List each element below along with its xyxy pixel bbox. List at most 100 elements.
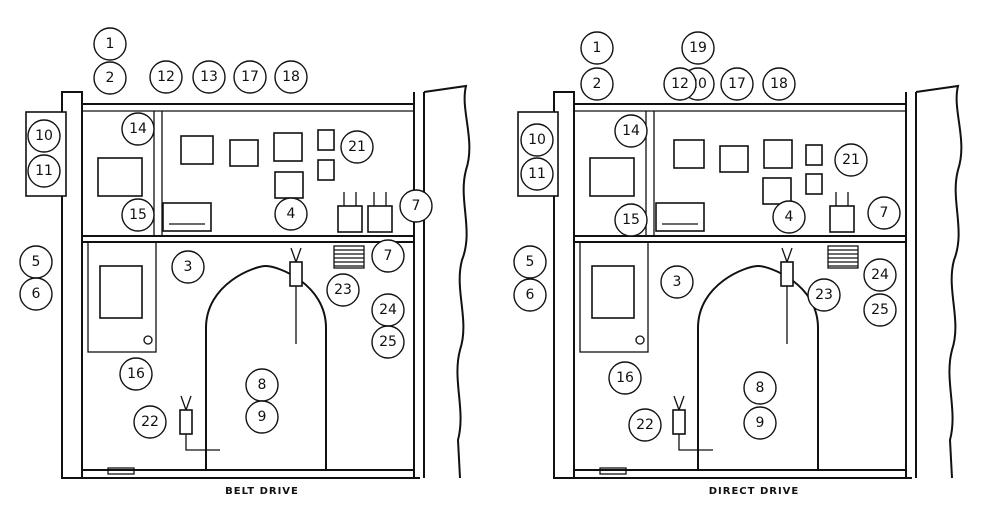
indicator-16 <box>635 335 645 345</box>
callout-label: 4 <box>785 209 794 225</box>
callout: 13 <box>192 60 226 94</box>
callout-circle <box>121 198 155 232</box>
callout-label: 15 <box>129 207 147 223</box>
component-box <box>317 129 335 151</box>
contactor <box>829 205 855 233</box>
callout-label: 9 <box>258 409 267 425</box>
torn-edge <box>915 84 963 479</box>
callout-circle <box>121 112 155 146</box>
callout-label: 7 <box>384 248 393 264</box>
callout-label: 11 <box>528 166 546 182</box>
probe-wire <box>781 247 788 263</box>
callout: 24 <box>863 258 897 292</box>
callout-circle <box>807 278 841 312</box>
drawer <box>162 202 212 232</box>
callout-label: 17 <box>241 69 259 85</box>
callout: 6 <box>513 278 547 312</box>
probe-wire-2 <box>786 247 793 263</box>
callout: 21 <box>834 143 868 177</box>
torn-edge <box>423 84 471 479</box>
callout-label: 23 <box>334 282 352 298</box>
coil <box>827 245 859 269</box>
callout-label: 5 <box>526 254 535 270</box>
callout-circle <box>192 60 226 94</box>
callout-circle <box>762 67 796 101</box>
callout: 23 <box>326 273 360 307</box>
callout-circle <box>863 293 897 327</box>
callout: 2 <box>580 67 614 101</box>
callout-label: 15 <box>622 212 640 228</box>
callout: 7 <box>371 239 405 273</box>
callout: 2 <box>93 61 127 95</box>
callout: 18 <box>762 67 796 101</box>
lower-left-panel <box>99 265 143 319</box>
callout-label: 22 <box>636 417 654 433</box>
sensor-22-lead <box>678 434 713 451</box>
callout-circle <box>628 408 662 442</box>
callout: 12 <box>663 67 697 101</box>
sensor-22-lead <box>185 434 220 451</box>
callout-circle <box>274 197 308 231</box>
callout: 11 <box>27 154 61 188</box>
component-box <box>805 173 823 195</box>
callout: 5 <box>19 245 53 279</box>
probe-wire <box>290 247 297 263</box>
callout-circle <box>834 143 868 177</box>
callout-label: 3 <box>673 274 682 290</box>
callout-label: 1 <box>106 36 115 52</box>
probe-wire-2 <box>295 247 302 263</box>
callout-label: 24 <box>871 267 889 283</box>
contactor-2 <box>367 205 393 233</box>
callout-label: 6 <box>32 286 41 302</box>
sensor-22-wire-2 <box>678 395 685 411</box>
callout: 14 <box>614 114 648 148</box>
callout-label: 23 <box>815 287 833 303</box>
callout-circle <box>660 265 694 299</box>
sensor-probe <box>780 261 794 287</box>
callout-circle <box>663 67 697 101</box>
callout-circle <box>580 31 614 65</box>
callout-label: 7 <box>880 205 889 221</box>
callout-circle <box>340 130 374 164</box>
sensor-22 <box>179 409 193 435</box>
callout-circle <box>614 114 648 148</box>
callout-label: 3 <box>184 259 193 275</box>
callout: 1 <box>93 27 127 61</box>
callout-circle <box>743 371 777 405</box>
callout: 17 <box>720 67 754 101</box>
callout-label: 18 <box>282 69 300 85</box>
callout-circle <box>274 60 308 94</box>
callout-label: 24 <box>379 302 397 318</box>
callout-circle <box>743 406 777 440</box>
callout: 4 <box>274 197 308 231</box>
callout: 10 <box>520 123 554 157</box>
callout: 3 <box>660 265 694 299</box>
indicator-16 <box>143 335 153 345</box>
callout-label: 7 <box>412 198 421 214</box>
component-box <box>180 135 214 165</box>
callout-circle <box>93 61 127 95</box>
callout-circle <box>133 405 167 439</box>
callout-circle <box>608 361 642 395</box>
callout-circle <box>863 258 897 292</box>
callout-label: 21 <box>842 152 860 168</box>
callout-label: 12 <box>671 76 689 92</box>
callout: 12 <box>149 60 183 94</box>
callout: 9 <box>245 400 279 434</box>
callout-label: 6 <box>526 287 535 303</box>
callout-circle <box>371 239 405 273</box>
component-box <box>719 145 749 173</box>
callout: 16 <box>608 361 642 395</box>
callout: 8 <box>743 371 777 405</box>
component-box <box>273 132 303 162</box>
callout: 9 <box>743 406 777 440</box>
callout-circle <box>27 154 61 188</box>
callout-circle <box>772 200 806 234</box>
left-wall <box>553 91 575 479</box>
callout-label: 13 <box>200 69 218 85</box>
floor-tab <box>599 467 627 475</box>
callout-label: 8 <box>258 377 267 393</box>
